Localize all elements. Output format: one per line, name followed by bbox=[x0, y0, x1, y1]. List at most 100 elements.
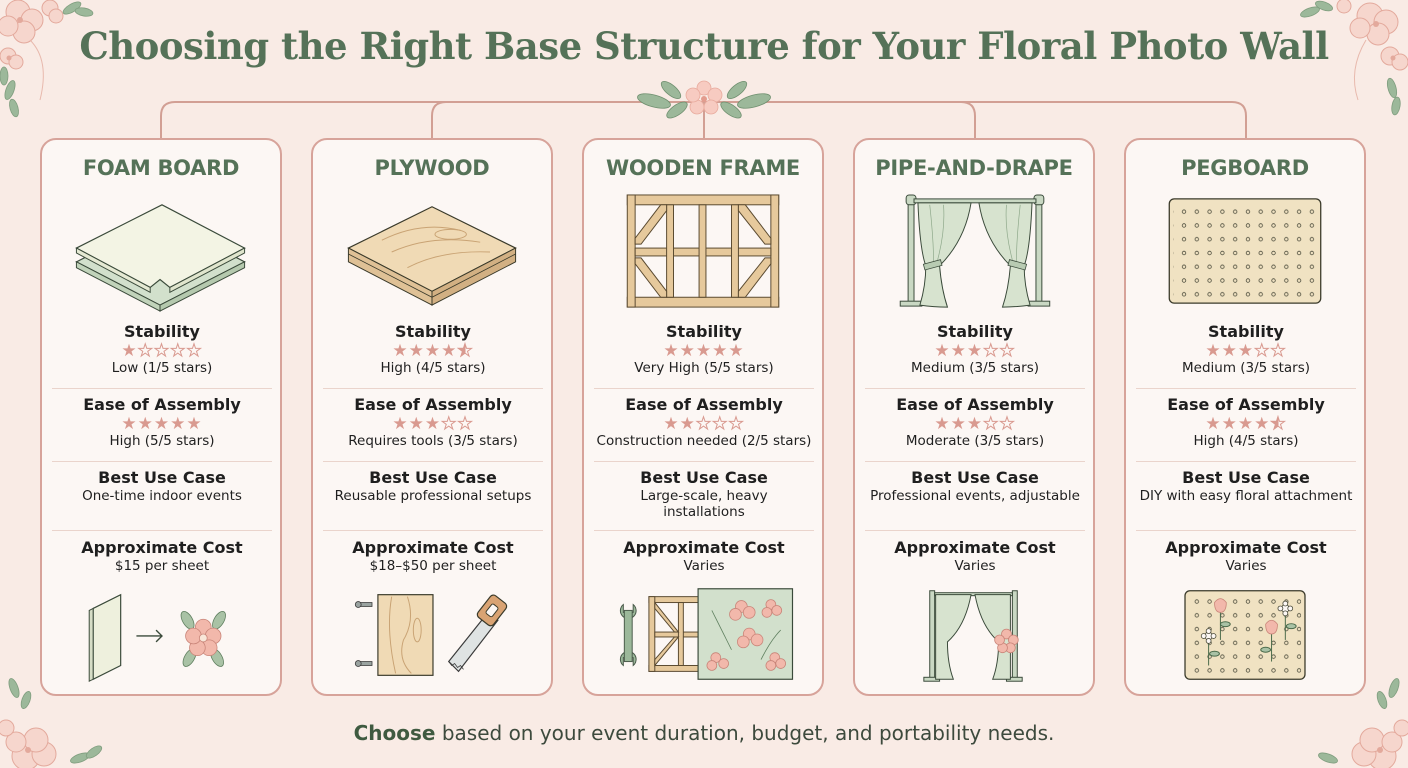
ease-heading: Ease of Assembly bbox=[1167, 395, 1325, 414]
cost-section: Approximate Cost Varies bbox=[1136, 538, 1356, 575]
divider bbox=[1136, 530, 1356, 531]
ease-section: Ease of Assembly ★★★★★ High (5/5 stars) bbox=[52, 395, 272, 450]
ease-stars: ★★★★★ bbox=[663, 414, 745, 434]
use-case-value: Professional events, adjustable bbox=[870, 488, 1080, 504]
ease-stars: ★★★★★ bbox=[1205, 414, 1287, 434]
stability-heading: Stability bbox=[1208, 322, 1284, 341]
divider bbox=[594, 461, 814, 462]
stability-value: Low (1/5 stars) bbox=[111, 360, 213, 376]
ease-value: Requires tools (3/5 stars) bbox=[348, 433, 518, 449]
divider bbox=[865, 530, 1085, 531]
divider bbox=[865, 461, 1085, 462]
card-wooden-frame: WOODEN FRAME Stability ★★★★★ Very High (… bbox=[582, 138, 824, 696]
cost-value: $18–$50 per sheet bbox=[369, 558, 497, 574]
cost-section: Approximate Cost Varies bbox=[865, 538, 1085, 575]
card-foam-board: FOAM BOARD Stability ★★★★★ Low (1/5 star… bbox=[40, 138, 282, 696]
ease-section: Ease of Assembly ★★★★★ Requires tools (3… bbox=[323, 395, 543, 450]
stability-value: High (4/5 stars) bbox=[380, 360, 486, 376]
use-case-section: Best Use Case Professional events, adjus… bbox=[865, 468, 1085, 505]
ease-heading: Ease of Assembly bbox=[625, 395, 783, 414]
cost-section: Approximate Cost Varies bbox=[594, 538, 814, 575]
footer-text: based on your event duration, budget, an… bbox=[435, 721, 1055, 745]
pegboard-icon bbox=[1168, 198, 1322, 304]
cost-heading: Approximate Cost bbox=[623, 538, 785, 557]
cost-section: Approximate Cost $18–$50 per sheet bbox=[323, 538, 543, 575]
divider bbox=[52, 530, 272, 531]
stability-section: Stability ★★★★★ Very High (5/5 stars) bbox=[594, 322, 814, 377]
ease-section: Ease of Assembly ★★★★★ Construction need… bbox=[594, 395, 814, 450]
card-title: PIPE-AND-DRAPE bbox=[875, 156, 1073, 180]
connector-lines bbox=[160, 80, 1247, 138]
divider bbox=[1136, 461, 1356, 462]
card-pipe-and-drape: PIPE-AND-DRAPE Stability ★★★★★ Medium (3… bbox=[853, 138, 1095, 696]
footer-tip: Choose based on your event duration, bud… bbox=[0, 721, 1408, 745]
stability-stars: ★★★★★ bbox=[663, 341, 745, 361]
divider bbox=[323, 530, 543, 531]
ease-heading: Ease of Assembly bbox=[83, 395, 241, 414]
stability-section: Stability ★★★★★ Medium (3/5 stars) bbox=[1136, 322, 1356, 377]
use-case-heading: Best Use Case bbox=[1182, 468, 1310, 487]
ease-stars: ★★★★★ bbox=[934, 414, 1016, 434]
plywood-sheet-icon bbox=[347, 206, 517, 306]
stability-section: Stability ★★★★★ Medium (3/5 stars) bbox=[865, 322, 1085, 377]
wooden-frame-icon bbox=[626, 194, 780, 308]
use-case-heading: Best Use Case bbox=[640, 468, 768, 487]
use-case-section: Best Use Case Reusable professional setu… bbox=[323, 468, 543, 505]
stability-heading: Stability bbox=[937, 322, 1013, 341]
cost-heading: Approximate Cost bbox=[894, 538, 1056, 557]
stability-section: Stability ★★★★★ High (4/5 stars) bbox=[323, 322, 543, 377]
card-title: PLYWOOD bbox=[374, 156, 490, 180]
card-pegboard: PEGBOARD Stability ★★★★★ Medium (3/5 sta… bbox=[1124, 138, 1366, 696]
card-title: WOODEN FRAME bbox=[606, 156, 800, 180]
stability-heading: Stability bbox=[666, 322, 742, 341]
divider bbox=[865, 388, 1085, 389]
divider bbox=[52, 388, 272, 389]
use-case-value: Large-scale, heavy installations bbox=[640, 488, 768, 520]
cost-value: Varies bbox=[1225, 558, 1267, 574]
use-case-section: Best Use Case Large-scale, heavy install… bbox=[594, 468, 814, 520]
divider bbox=[323, 461, 543, 462]
cost-heading: Approximate Cost bbox=[81, 538, 243, 557]
use-case-value: Reusable professional setups bbox=[334, 488, 532, 504]
ease-section: Ease of Assembly ★★★★★ Moderate (3/5 sta… bbox=[865, 395, 1085, 450]
stability-stars: ★★★★★ bbox=[1205, 341, 1287, 361]
use-case-heading: Best Use Case bbox=[911, 468, 1039, 487]
use-case-section: Best Use Case DIY with easy floral attac… bbox=[1136, 468, 1356, 505]
stability-heading: Stability bbox=[124, 322, 200, 341]
divider bbox=[323, 388, 543, 389]
stability-value: Medium (3/5 stars) bbox=[1181, 360, 1310, 376]
divider bbox=[594, 388, 814, 389]
stability-value: Very High (5/5 stars) bbox=[634, 360, 774, 376]
stability-stars: ★★★★★ bbox=[121, 341, 203, 361]
ease-value: High (4/5 stars) bbox=[1193, 433, 1299, 449]
floral-corner-top-left-icon bbox=[0, 0, 94, 118]
card-title: FOAM BOARD bbox=[82, 156, 240, 180]
divider bbox=[52, 461, 272, 462]
stability-section: Stability ★★★★★ Low (1/5 stars) bbox=[52, 322, 272, 377]
ease-value: High (5/5 stars) bbox=[109, 433, 215, 449]
use-case-heading: Best Use Case bbox=[98, 468, 226, 487]
card-title: PEGBOARD bbox=[1181, 156, 1309, 180]
pipe-and-drape-icon bbox=[899, 194, 1051, 308]
stability-value: Medium (3/5 stars) bbox=[910, 360, 1039, 376]
divider bbox=[1136, 388, 1356, 389]
stability-stars: ★★★★★ bbox=[934, 341, 1016, 361]
floral-corner-bottom-left-icon bbox=[0, 678, 103, 768]
stability-stars: ★★★★★ bbox=[392, 341, 474, 361]
card-plywood: PLYWOOD Stability ★★★★★ High (4/5 stars)… bbox=[311, 138, 553, 696]
ease-value: Moderate (3/5 stars) bbox=[905, 433, 1045, 449]
wrench-frame-floral-panel-icon bbox=[619, 588, 794, 680]
floral-corner-top-right-icon bbox=[1300, 0, 1408, 116]
use-case-value: DIY with easy floral attachment bbox=[1139, 488, 1353, 504]
floral-corner-bottom-right-icon bbox=[1318, 678, 1408, 768]
cost-value: $15 per sheet bbox=[114, 558, 210, 574]
ease-stars: ★★★★★ bbox=[121, 414, 203, 434]
center-flower-ornament-icon bbox=[637, 80, 771, 119]
stability-heading: Stability bbox=[395, 322, 471, 341]
cost-value: Varies bbox=[954, 558, 996, 574]
plywood-screws-saw-icon bbox=[354, 594, 508, 676]
page-title: Choosing the Right Base Structure for Yo… bbox=[79, 24, 1329, 68]
use-case-value: One-time indoor events bbox=[82, 488, 242, 504]
ease-stars: ★★★★★ bbox=[392, 414, 474, 434]
ease-heading: Ease of Assembly bbox=[896, 395, 1054, 414]
